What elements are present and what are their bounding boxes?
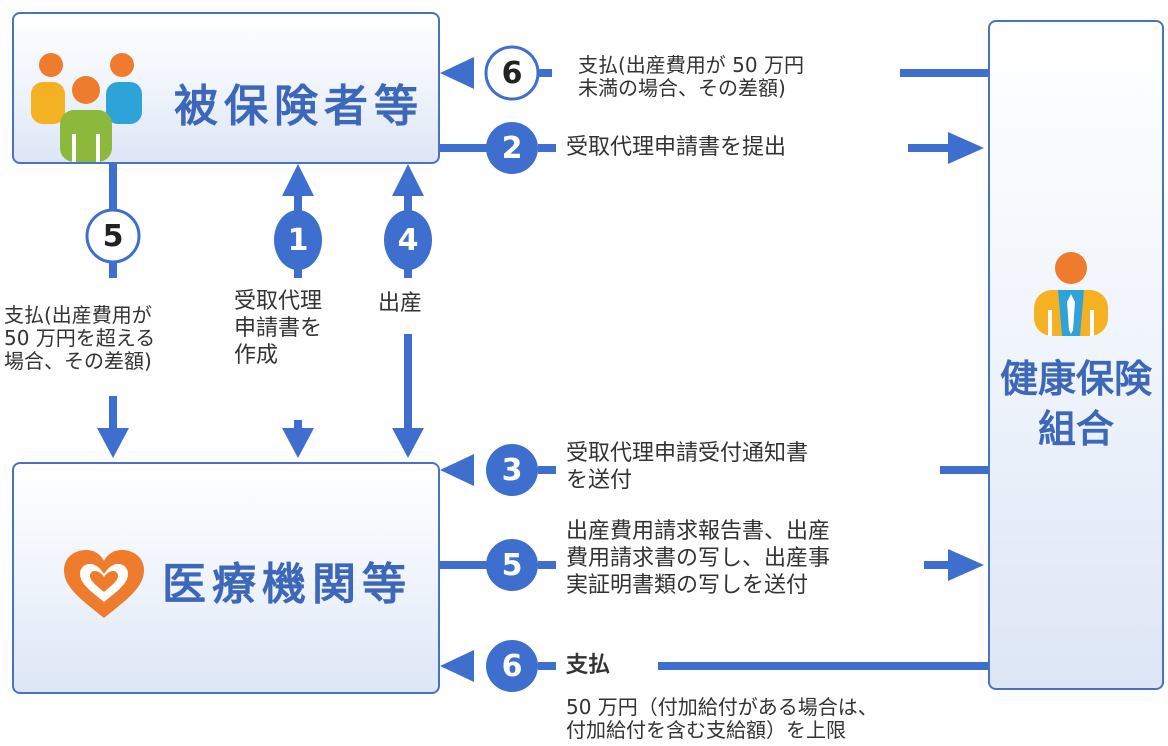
badge-4 (384, 210, 432, 270)
heart-icon (64, 550, 144, 618)
people-icon (31, 53, 142, 162)
step-6-top-text: 支払(出産費用が 50 万円 未満の場合、その差額) (578, 53, 804, 100)
step-1-text: 受取代理 申請書を 作成 (234, 289, 323, 368)
badge-6-bottom-num: 6 (501, 648, 523, 684)
medical-label: 医療機関等 (162, 559, 412, 610)
step-5-left-text: 支払(出産費用が 50 万円を超える 場合、その差額) (4, 303, 156, 373)
arrowhead-6-bottom (440, 650, 474, 682)
badge-4-num: 4 (397, 222, 419, 258)
badge-2-num: 2 (501, 130, 523, 166)
arrowhead-2 (948, 132, 984, 164)
arrowhead-1-up (282, 164, 314, 196)
staff-icon (1034, 252, 1108, 336)
step-2-text: 受取代理申請書を提出 (566, 135, 787, 160)
badge-3-num: 3 (501, 452, 523, 488)
insured-label: 被保険者等 (174, 81, 424, 132)
badge-3 (486, 444, 538, 496)
arrowhead-5-left (97, 428, 129, 458)
badge-6-top-num: 6 (501, 55, 523, 91)
badge-5-right-num: 5 (501, 547, 523, 583)
arrowhead-5-right (948, 549, 984, 581)
step-4-text: 出産 (378, 291, 423, 316)
badge-2 (486, 122, 538, 174)
step-6-bottom-text: 支払 (566, 653, 611, 678)
badge-5-left-num: 5 (102, 218, 124, 254)
step-3-text: 受取代理申請受付通知書 を送付 (566, 441, 809, 493)
badge-6-top (484, 45, 540, 101)
badge-5-right (486, 539, 538, 591)
union-box (988, 20, 1164, 690)
arrowhead-4-up (392, 164, 424, 196)
badge-1 (274, 210, 322, 270)
arrowhead-3 (440, 454, 474, 486)
step-6-bottom-note: 50 万円（付加給付がある場合は、 付加給付を含む支給額）を上限 (566, 695, 878, 742)
arrowhead-1-down (282, 428, 314, 458)
badge-5-left (85, 208, 141, 264)
step-5-right-text: 出産費用請求報告書、出産 費用請求書の写し、出産事 実証明書類の写しを送付 (566, 519, 831, 598)
badge-6-bottom (486, 640, 538, 692)
arrowhead-4-down (392, 428, 424, 458)
union-label: 健康保険 組合 (999, 357, 1152, 451)
arrowhead-6-top (440, 57, 474, 89)
badge-1-num: 1 (287, 222, 309, 258)
